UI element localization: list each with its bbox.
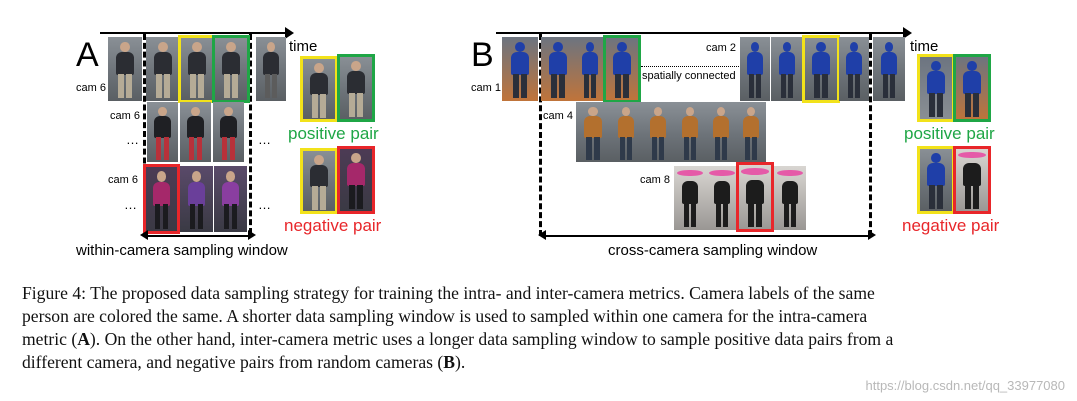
- caption-line-2: person are colored the same. A shorter d…: [22, 306, 868, 326]
- positive-crop-green: [212, 35, 250, 103]
- figure-caption: Figure 4: The proposed data sampling str…: [22, 282, 1058, 374]
- panel-b-letter: B: [471, 36, 494, 74]
- panel-b-time-label: time: [910, 38, 939, 55]
- panel-a-cam-label-1: cam 6: [76, 82, 106, 94]
- person-crop: [774, 166, 806, 230]
- panel-b-window-arrow: [538, 230, 876, 240]
- panel-b-time-axis: [496, 27, 912, 39]
- panel-a-ellipsis-right-2: …: [258, 197, 272, 212]
- panel-a-ellipsis-left-1: …: [126, 132, 140, 147]
- panel-b-positive-label: positive pair: [904, 124, 995, 143]
- person-crop: [576, 102, 610, 162]
- panel-b-positive-crop-green: [603, 35, 641, 103]
- person-crop: [108, 37, 142, 101]
- person-crop: [213, 102, 244, 162]
- panel-b-cam-label-cam8: cam 8: [640, 174, 670, 186]
- panel-a-positive-label: positive pair: [288, 124, 379, 143]
- panel-a-positive-anchor: [300, 56, 338, 122]
- person-crop: [610, 102, 642, 162]
- caption-line-3: metric (A). On the other hand, inter-cam…: [22, 328, 1058, 351]
- person-crop: [736, 102, 766, 162]
- panel-a-window-left-boundary: [143, 34, 146, 234]
- caption-text: ). On the other hand, inter-camera metri…: [89, 329, 894, 349]
- caption-line-4: different camera, and negative pairs fro…: [22, 351, 1058, 374]
- person-crop: [706, 102, 736, 162]
- person-crop: [642, 102, 674, 162]
- person-crop: [873, 37, 905, 101]
- caption-text: different camera, and negative pairs fro…: [22, 352, 444, 372]
- panel-b-cam-label-cam4: cam 4: [543, 110, 573, 122]
- caption-line-1: Figure 4: The proposed data sampling str…: [22, 283, 875, 303]
- panel-b-window-label: cross-camera sampling window: [608, 242, 818, 259]
- panel-b-negative-label: negative pair: [902, 216, 1000, 235]
- panel-a-time-axis: [100, 27, 294, 39]
- panel-a-window-label: within-camera sampling window: [76, 242, 288, 259]
- panel-b-cam-label-cam2: cam 2: [706, 42, 736, 54]
- anchor-crop-yellow: [178, 35, 216, 103]
- person-crop: [839, 37, 869, 101]
- panel-a-negative-anchor: [300, 148, 338, 214]
- panel-a-positive-match: [337, 54, 375, 122]
- panel-a-time-label: time: [289, 38, 318, 55]
- caption-text: ).: [455, 352, 466, 372]
- panel-a-negative-match: [337, 146, 375, 214]
- panel-a-cam-label-3: cam 6: [108, 174, 138, 186]
- person-crop: [771, 37, 803, 101]
- caption-bold-ref-b: B: [443, 352, 455, 372]
- person-crop: [502, 37, 538, 101]
- panel-a-window-arrow: [140, 230, 256, 240]
- person-crop: [740, 37, 770, 101]
- person-crop: [575, 37, 605, 101]
- person-crop: [146, 37, 180, 101]
- spatial-connection-line: [641, 66, 739, 67]
- panel-b-negative-match: [953, 146, 991, 214]
- figure-4: A time cam 6 cam 6 … … cam 6 … …: [76, 27, 1000, 259]
- person-crop: [147, 102, 178, 162]
- panel-a-ellipsis-left-2: …: [124, 197, 138, 212]
- panel-b-positive-match: [953, 54, 991, 122]
- panel-a-cam-label-2: cam 6: [110, 110, 140, 122]
- panel-b-cam-label-cam1: cam 1: [471, 82, 501, 94]
- panel-a-ellipsis-right-1: …: [258, 132, 272, 147]
- panel-b-window-right-boundary: [869, 34, 872, 236]
- caption-bold-ref-a: A: [77, 329, 90, 349]
- person-crop: [541, 37, 575, 101]
- panel-b-negative-anchor: [917, 146, 955, 214]
- person-crop: [256, 37, 286, 101]
- panel-a-negative-label: negative pair: [284, 216, 382, 235]
- panel-b-window-left-boundary: [539, 34, 542, 236]
- person-crop: [214, 166, 247, 232]
- person-crop: [180, 102, 211, 162]
- person-crop: [706, 166, 738, 230]
- panel-b-negative-crop-red: [736, 162, 774, 232]
- watermark: https://blog.csdn.net/qq_33977080: [865, 378, 1066, 393]
- panel-b-anchor-crop-yellow: [802, 35, 840, 103]
- panel-a-letter: A: [76, 36, 99, 74]
- caption-text: metric (: [22, 329, 78, 349]
- person-crop: [180, 166, 213, 232]
- person-crop: [674, 166, 706, 230]
- panel-a-window-right-boundary: [249, 34, 252, 234]
- spatially-connected-label: spatially connected: [642, 70, 736, 82]
- negative-crop-red: [143, 164, 180, 234]
- person-crop: [674, 102, 706, 162]
- panel-b-positive-anchor: [917, 54, 955, 122]
